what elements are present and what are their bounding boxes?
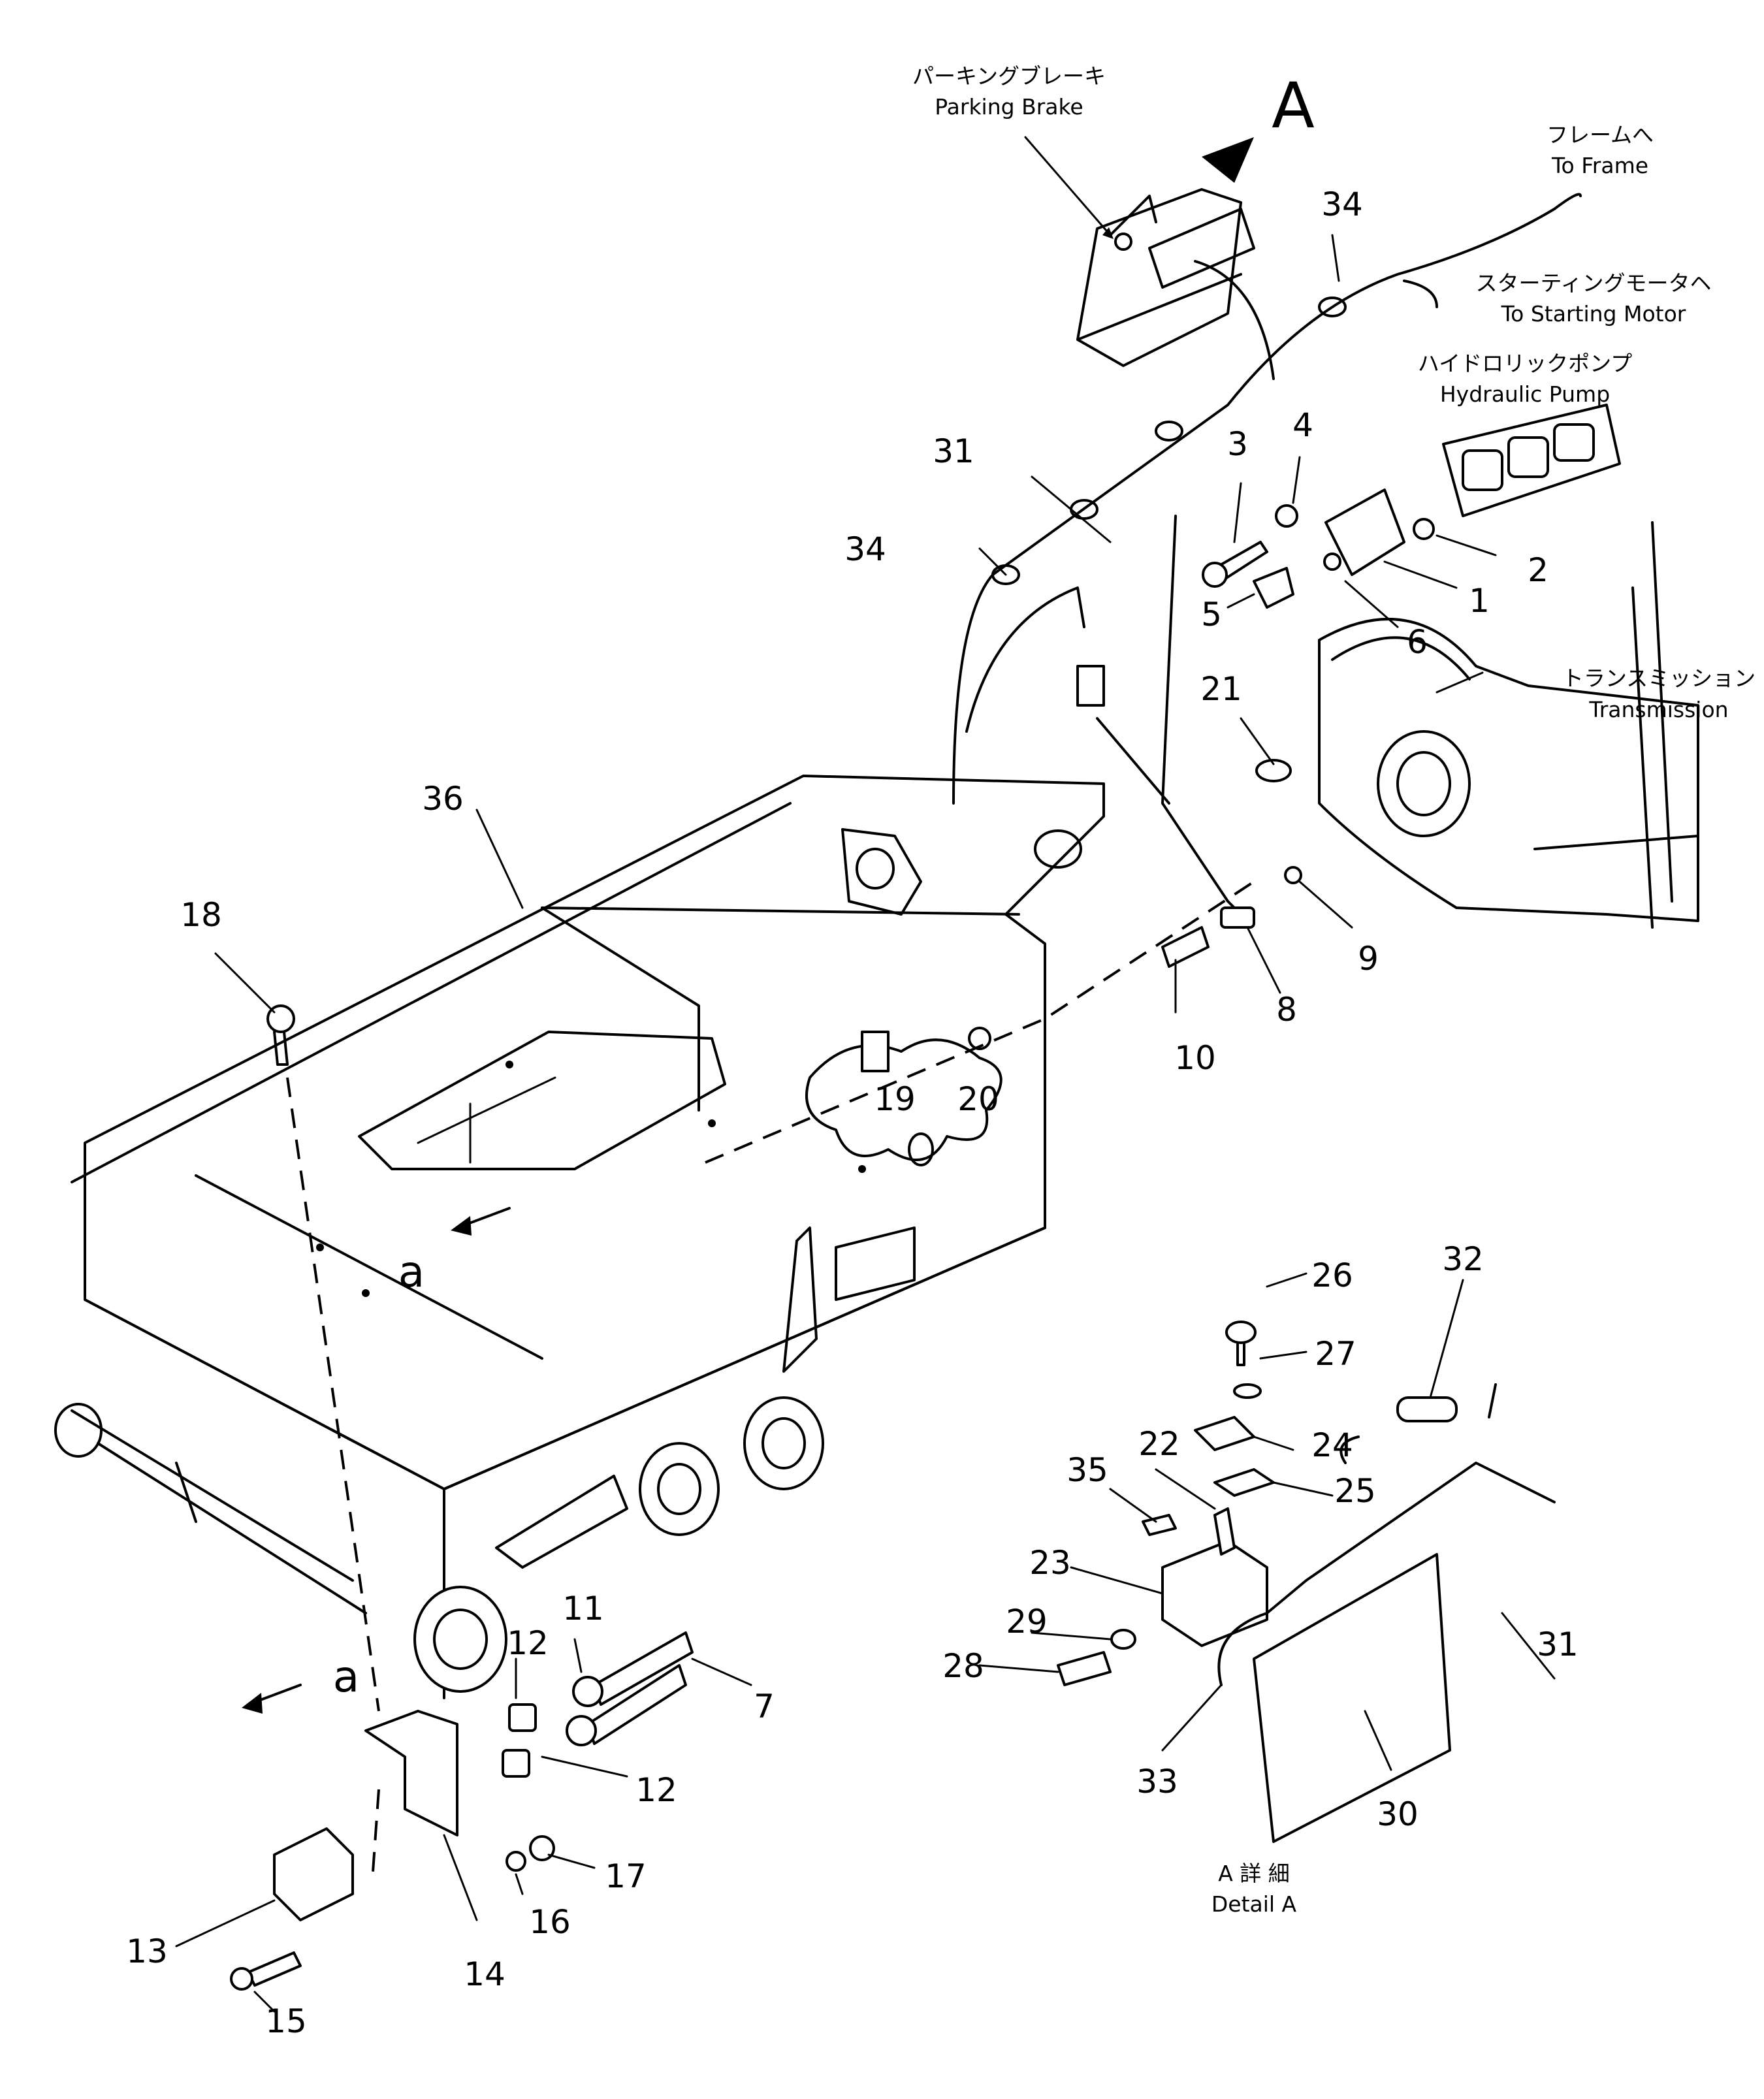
part-number-7: 7 xyxy=(754,1688,775,1725)
transmission-jp: トランスミッション xyxy=(1562,665,1756,691)
part-number-8: 8 xyxy=(1276,991,1297,1029)
part-number-14: 14 xyxy=(464,1955,505,1993)
part-number-5: 5 xyxy=(1201,596,1222,633)
to-frame-en: To Frame xyxy=(1551,153,1648,178)
part-number-26: 26 xyxy=(1311,1257,1353,1294)
pipe-8 xyxy=(1076,515,1255,929)
part-number-21: 21 xyxy=(1200,670,1242,708)
section-a-lower: a xyxy=(333,1652,359,1702)
caption-labels: パーキングブレーキ Parking Brake A フレームへ To Frame… xyxy=(333,63,1756,1917)
part-number-9: 9 xyxy=(1358,940,1379,978)
part-number-31-lower: 31 xyxy=(1537,1626,1579,1663)
part-number-24: 24 xyxy=(1311,1426,1353,1464)
transmission-en: Transmission xyxy=(1588,697,1728,722)
part-number-4: 4 xyxy=(1292,406,1313,444)
leader-lines xyxy=(175,136,1556,2013)
part-number-17: 17 xyxy=(605,1857,647,1895)
part-number-6: 6 xyxy=(1407,623,1428,661)
parking-brake-jp: パーキングブレーキ xyxy=(912,63,1106,89)
detail-a-en: Detail A xyxy=(1211,1891,1297,1917)
section-a-upper: a xyxy=(398,1247,425,1297)
part-number-18: 18 xyxy=(180,896,222,934)
part-number-11: 11 xyxy=(562,1590,604,1627)
part-number-16: 16 xyxy=(529,1903,571,1941)
parking-brake-en: Parking Brake xyxy=(935,94,1083,120)
assembly-lines xyxy=(286,880,1255,1882)
part-number-19: 19 xyxy=(874,1080,916,1118)
small-parts xyxy=(230,489,1556,1991)
part-number-12-lower: 12 xyxy=(635,1771,677,1809)
part-number-callouts: 1 2 3 4 5 6 7 8 9 10 11 12 12 13 14 15 1… xyxy=(126,185,1579,2040)
part-number-34-lower: 34 xyxy=(844,530,886,568)
part-number-35: 35 xyxy=(1066,1451,1108,1489)
part-number-15: 15 xyxy=(265,2002,307,2040)
parking-brake xyxy=(1076,188,1255,367)
part-number-30: 30 xyxy=(1377,1795,1419,1833)
part-number-3: 3 xyxy=(1227,425,1248,463)
section-arrows xyxy=(242,137,1254,1714)
part-number-29: 29 xyxy=(1006,1603,1048,1641)
transmission xyxy=(1318,521,1699,929)
part-number-32: 32 xyxy=(1442,1240,1484,1278)
to-frame-jp: フレームへ xyxy=(1547,122,1654,148)
part-number-27: 27 xyxy=(1315,1335,1356,1373)
part-number-34-upper: 34 xyxy=(1321,185,1363,223)
wiring-harness-31 xyxy=(952,193,1582,805)
part-number-22: 22 xyxy=(1138,1425,1180,1463)
part-number-20: 20 xyxy=(957,1080,999,1118)
main-frame xyxy=(54,775,1105,1699)
part-number-31-upper: 31 xyxy=(933,432,974,470)
to-starting-motor-en: To Starting Motor xyxy=(1501,301,1686,327)
part-number-33: 33 xyxy=(1136,1763,1178,1801)
hydraulic-pump-en: Hydraulic Pump xyxy=(1440,381,1610,407)
part-number-10: 10 xyxy=(1174,1039,1216,1077)
part-number-1: 1 xyxy=(1469,582,1490,620)
part-number-28: 28 xyxy=(942,1647,984,1685)
part-number-36: 36 xyxy=(422,780,464,818)
hydraulic-pump xyxy=(1442,404,1621,517)
part-number-25: 25 xyxy=(1334,1472,1376,1510)
part-number-23: 23 xyxy=(1029,1544,1071,1582)
part-number-13: 13 xyxy=(126,1932,168,1970)
to-starting-motor-jp: スターティングモータヘ xyxy=(1475,270,1711,296)
detail-a-letter: A xyxy=(1272,69,1315,142)
detail-a-jp: A 詳 細 xyxy=(1218,1861,1290,1886)
hydraulic-pump-jp: ハイドロリックポンプ xyxy=(1418,351,1632,376)
part-number-12-upper: 12 xyxy=(507,1624,549,1662)
part-number-2: 2 xyxy=(1528,551,1548,589)
